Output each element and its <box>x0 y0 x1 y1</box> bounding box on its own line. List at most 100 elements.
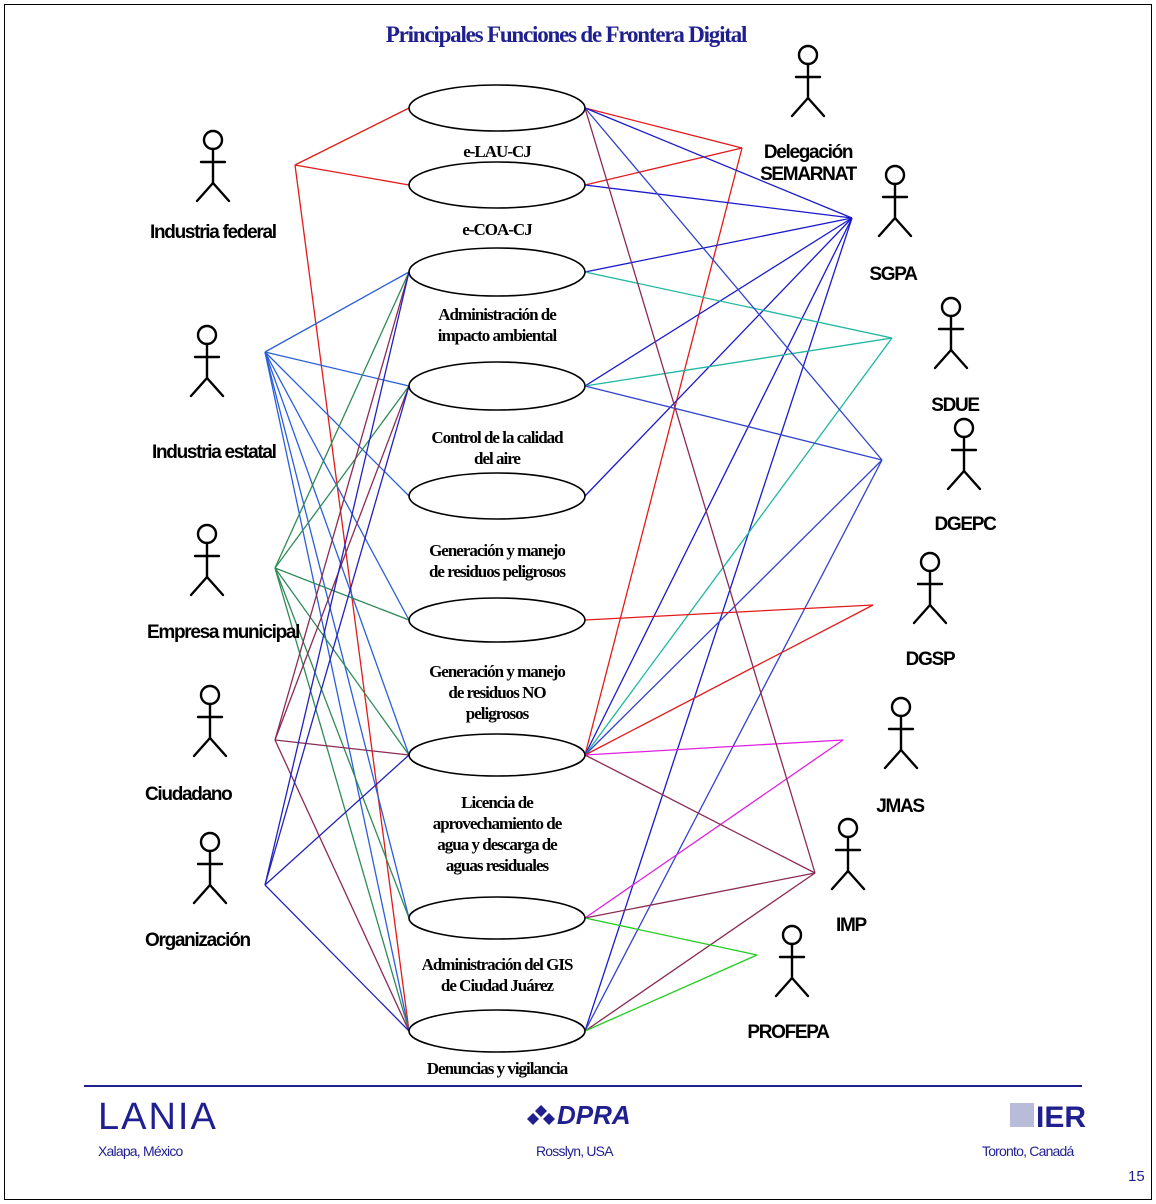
page-number: 15 <box>1128 1168 1145 1185</box>
actor-label: DGEPC <box>934 514 997 535</box>
connection-emun-lad <box>274 567 410 756</box>
actor-dgsp: DGSP <box>906 551 957 670</box>
connection-jmas-gis <box>584 739 844 919</box>
actor-label: SEMARNAT <box>760 164 858 185</box>
use-case-label: agua y descarga de <box>437 835 558 854</box>
connection-sem-elau <box>584 107 743 149</box>
connection-iest-cca <box>264 351 410 387</box>
connection-imp-lad <box>584 754 816 874</box>
connection-sgpa-cca <box>584 217 853 387</box>
connection-org-dv <box>264 884 410 1032</box>
connection-iest-grp <box>264 351 410 497</box>
actor-imp: IMP <box>830 817 869 936</box>
use-case-label: de residuos NO <box>448 683 546 702</box>
use-case-label: Administración de <box>438 305 557 324</box>
connection-iest-grnp <box>264 351 410 621</box>
actor-label: PROFEPA <box>747 1022 830 1043</box>
stick-figure-icon <box>189 523 225 597</box>
dpra-logo: DPRA <box>557 1100 631 1130</box>
stick-figure-icon <box>195 129 231 203</box>
connection-sgpa-ecoa <box>584 184 853 219</box>
stick-figure-icon <box>192 831 228 905</box>
use-case-label: del aire <box>474 449 521 468</box>
stick-figure-icon <box>933 296 969 370</box>
use-case-grp: Generación y manejo de residuos peligroso… <box>408 472 586 581</box>
lania-logo-block: LANIA Xalapa, México <box>98 1096 216 1159</box>
use-case-ellipse <box>408 161 586 209</box>
connection-ciud-dv <box>274 739 410 1032</box>
use-case-label: de residuos peligrosos <box>429 562 566 581</box>
stick-figure-icon <box>946 417 982 491</box>
actor-label: Organización <box>145 930 250 951</box>
stick-figure-icon <box>883 696 919 770</box>
ier-logo: IER <box>1036 1101 1086 1134</box>
connection-org-cca <box>264 385 410 886</box>
connection-jmas-lad <box>584 739 844 756</box>
use-case-gis: Administración del GIS de Ciudad Juárez <box>408 896 586 995</box>
lania-city: Xalapa, México <box>98 1143 184 1159</box>
use-case-ellipse <box>408 247 586 297</box>
connection-sdue-aia <box>584 271 893 339</box>
actor-sgpa: SGPA <box>869 164 919 285</box>
connection-sgpa-grp <box>584 217 853 497</box>
stick-figure-icon <box>189 324 225 398</box>
connection-iest-aia <box>264 271 410 353</box>
actor-label: Industria estatal <box>152 442 276 463</box>
connection-sem-ecoa <box>584 147 743 186</box>
use-case-label: Denuncias y vigilancia <box>427 1059 569 1078</box>
use-case-label: e-COA-CJ <box>462 220 533 239</box>
actor-label: Industria federal <box>150 222 276 243</box>
connection-sgpa-lad <box>584 217 853 756</box>
actor-label: DGSP <box>906 649 956 670</box>
connection-emun-aia <box>274 271 410 569</box>
ier-logo-block: IER Toronto, Canadá <box>982 1101 1086 1159</box>
use-case-grnp: Generación y manejo de residuos NO peligro… <box>408 597 586 723</box>
use-case-label: aguas residuales <box>446 856 550 875</box>
actor-label: IMP <box>836 915 868 936</box>
actor-label: Ciudadano <box>145 784 232 805</box>
connection-profepa-gis <box>584 917 758 956</box>
use-case-label: Generación y manejo <box>429 662 565 681</box>
use-case-label: Administración del GIS <box>422 955 573 974</box>
use-case-label: Generación y manejo <box>429 541 565 560</box>
stick-figure-icon <box>912 551 948 625</box>
connection-emun-dv <box>274 567 410 1032</box>
dpra-mark-icon <box>527 1105 555 1125</box>
connection-ifed-elau <box>294 107 410 166</box>
connection-imp-dv <box>584 872 816 1032</box>
use-case-label: de Ciudad Juárez <box>441 976 555 995</box>
slide-frame <box>4 4 1152 1200</box>
connection-sgpa-elau <box>584 107 853 219</box>
connection-ciud-lad <box>274 739 410 756</box>
use-case-elau: e-LAU-CJ <box>408 84 586 161</box>
actor-org: Organización <box>145 831 252 951</box>
use-case-label: aprovechamiento de <box>433 814 563 833</box>
actor-dgepc: DGEPC <box>934 417 998 535</box>
actor-label: Empresa municipal <box>147 622 299 643</box>
use-case-ellipse <box>408 1009 586 1053</box>
actor-label: Delegación <box>764 142 853 163</box>
connection-org-lad <box>264 754 410 886</box>
use-case-ellipse <box>408 472 586 520</box>
stick-figure-icon <box>192 684 228 758</box>
actor-label: SGPA <box>869 264 918 285</box>
actor-ifed: Industria federal <box>150 129 277 243</box>
connection-ifed-ecoa <box>294 164 410 186</box>
connections-layer <box>264 107 893 1032</box>
use-case-label: peligrosos <box>466 704 530 723</box>
connection-dgepc-dv <box>584 459 883 1032</box>
connection-ciud-cca <box>274 385 410 741</box>
connection-imp-elau <box>584 107 816 874</box>
connection-profepa-dv <box>584 954 758 1032</box>
dpra-logo-block: DPRA Rosslyn, USA <box>527 1100 631 1159</box>
actor-label: JMAS <box>876 796 924 817</box>
connection-emun-grnp <box>274 567 410 621</box>
connection-org-aia <box>264 271 410 886</box>
use-case-ellipse <box>408 896 586 940</box>
connection-sdue-lad <box>584 337 893 756</box>
ier-city: Toronto, Canadá <box>982 1143 1075 1159</box>
use-case-ecoa: e-COA-CJ <box>408 161 586 239</box>
